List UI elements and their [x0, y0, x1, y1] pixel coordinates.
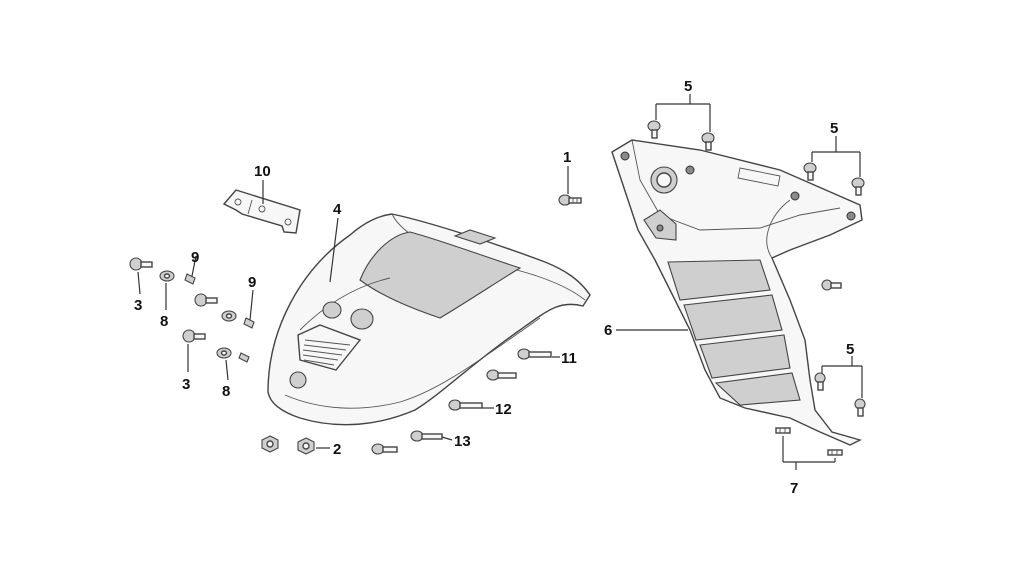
- washer-part-8: [159, 270, 237, 359]
- label-part-6: 6: [604, 322, 612, 339]
- part-4-front-cover: [267, 213, 591, 426]
- label-part-9: 9: [191, 249, 199, 266]
- label-part-4: 4: [333, 201, 342, 218]
- label-part-5: 5: [846, 341, 854, 358]
- nut-part-2: [261, 435, 315, 455]
- clip-part-7: [775, 427, 843, 456]
- label-part-2: 2: [333, 441, 341, 458]
- clip-part-9: [184, 273, 255, 363]
- label-part-10: 10: [254, 163, 271, 180]
- bolt: [194, 293, 218, 307]
- label-part-7: 7: [790, 480, 798, 497]
- screw-part-5: [647, 120, 715, 151]
- bolt-part-12: [448, 399, 483, 411]
- label-part-3: 3: [182, 376, 190, 393]
- cover-grille: [297, 324, 362, 371]
- label-part-13: 13: [454, 433, 471, 450]
- label-part-9: 9: [248, 274, 256, 291]
- bolt-part-11: [486, 348, 552, 381]
- label-part-5: 5: [830, 120, 838, 137]
- part-10-bracket: [222, 189, 301, 234]
- part-labels: 1 2 3 3 4 5 5 5 6 7 8 8 9 9 10 11 12 13: [134, 78, 854, 497]
- label-part-3: 3: [134, 297, 142, 314]
- label-part-1: 1: [563, 149, 571, 166]
- screw-part-5: [803, 162, 865, 196]
- label-part-11: 11: [561, 350, 577, 367]
- label-part-12: 12: [495, 401, 512, 418]
- screw-part-1: [558, 194, 582, 206]
- screw: [821, 279, 842, 291]
- label-part-8: 8: [160, 313, 168, 330]
- part-6-side-panel: [611, 139, 863, 446]
- leader-lines: [137, 94, 863, 470]
- screw-part-5: [814, 372, 866, 417]
- label-part-5: 5: [684, 78, 692, 95]
- label-part-8: 8: [222, 383, 230, 400]
- bolt-part-13: [371, 430, 443, 455]
- screw-part-3: [129, 257, 206, 343]
